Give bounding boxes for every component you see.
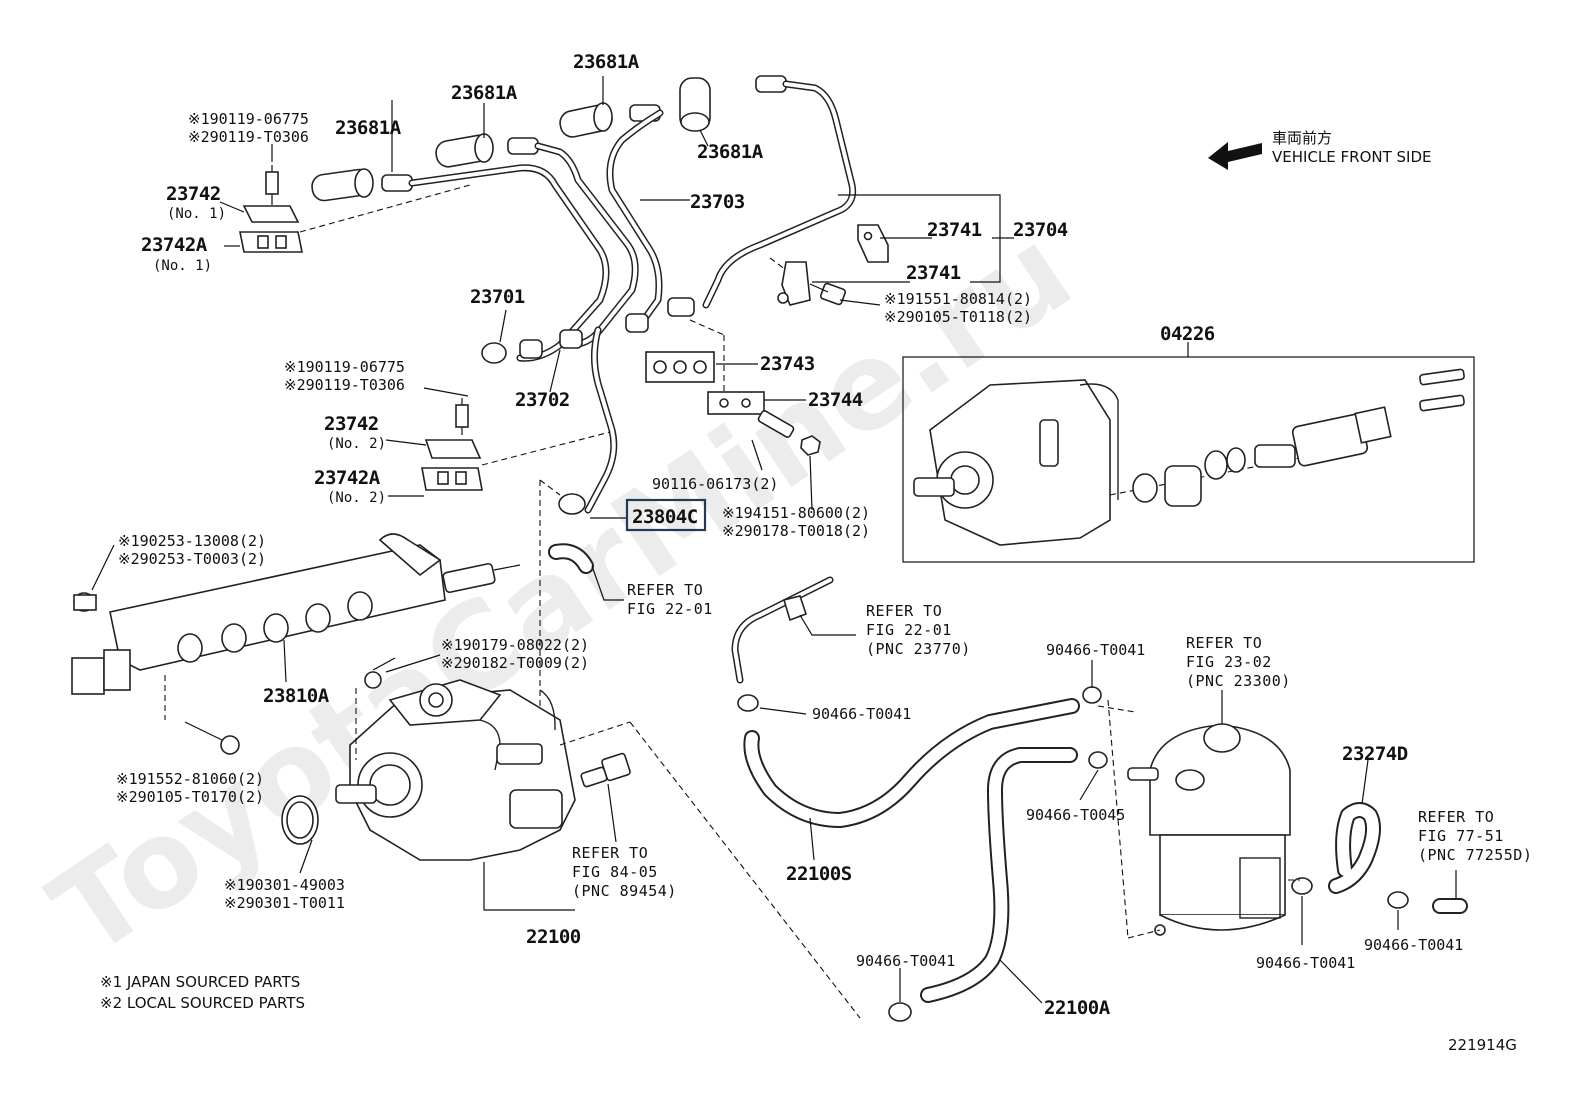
label-clamp-90466-t0041[interactable]: 90466-T0041 <box>812 705 911 723</box>
label-clamp-90466-t0041[interactable]: 90466-T0041 <box>1046 641 1145 659</box>
label-clamp-90466-t0041[interactable]: 90466-T0041 <box>856 952 955 970</box>
diagram-id: 221914G <box>1448 1036 1517 1054</box>
vehicle-front-indicator: 車両前方 VEHICLE FRONT SIDE <box>1208 129 1432 170</box>
label-23743[interactable]: 23743 <box>760 353 815 375</box>
label-23703[interactable]: 23703 <box>690 191 745 213</box>
label-refer-to: REFER TO <box>627 581 703 599</box>
label-pnc-77255D: (PNC 77255D) <box>1418 846 1532 864</box>
pipe-clamp-no2-icon <box>421 398 611 491</box>
label-refer-to: REFER TO <box>1418 808 1494 826</box>
label-clamp-90466-t0041[interactable]: 90466-T0041 <box>1364 936 1463 954</box>
plug-icon <box>91 544 115 591</box>
link-fig-22-01[interactable]: FIG 22-01 <box>627 600 713 618</box>
label-bolt-290182[interactable]: ※290182-T0009(2) <box>441 654 589 672</box>
label-23681A[interactable]: 23681A <box>335 117 402 139</box>
label-pnc-89454: (PNC 89454) <box>572 882 677 900</box>
pipe-holder-icon <box>645 319 765 415</box>
legend-japan-sourced: ※1 JAPAN SOURCED PARTS <box>100 973 300 991</box>
label-oring-190301[interactable]: ※190301-49003 <box>224 876 345 894</box>
link-fig-84-05[interactable]: FIG 84-05 <box>572 863 658 881</box>
part-labels: 23681A 23681A 23681A 23681A 23703 23741 … <box>116 51 1532 1019</box>
label-plug-290253[interactable]: ※290253-T0003(2) <box>118 550 266 568</box>
label-23744[interactable]: 23744 <box>808 389 863 411</box>
label-23681A[interactable]: 23681A <box>697 141 764 163</box>
label-22100A[interactable]: 22100A <box>1044 997 1111 1019</box>
front-side-english: VEHICLE FRONT SIDE <box>1272 148 1432 166</box>
label-bolt-190179[interactable]: ※190179-08022(2) <box>441 636 589 654</box>
label-23810A[interactable]: 23810A <box>263 685 330 707</box>
arrow-left-icon <box>1208 142 1262 170</box>
fuel-temp-sensor-icon <box>559 721 861 1019</box>
label-90116-06173[interactable]: 90116-06173(2) <box>652 475 778 493</box>
label-23681A[interactable]: 23681A <box>451 82 518 104</box>
label-nut-290178[interactable]: ※290178-T0018(2) <box>722 522 870 540</box>
label-23742-no1[interactable]: 23742 <box>166 183 221 205</box>
label-bolt-290119[interactable]: ※290119-T0306 <box>284 376 405 394</box>
label-nut-194151[interactable]: ※194151-80600(2) <box>722 504 870 522</box>
label-23704[interactable]: 23704 <box>1013 219 1068 241</box>
label-plug-190253[interactable]: ※190253-13008(2) <box>118 532 266 550</box>
supply-pump-icon <box>281 657 576 861</box>
label-refer-to: REFER TO <box>866 602 942 620</box>
link-fig-77-51[interactable]: FIG 77-51 <box>1418 827 1504 845</box>
label-bolt-190119[interactable]: ※190119-06775 <box>188 110 309 128</box>
label-bolt-191552[interactable]: ※191552-81060(2) <box>116 770 264 788</box>
label-pnc-23300: (PNC 23300) <box>1186 672 1291 690</box>
injection-pipes <box>311 75 857 515</box>
label-bolt-290105[interactable]: ※290105-T0170(2) <box>116 788 264 806</box>
link-fig-23-02[interactable]: FIG 23-02 <box>1186 653 1272 671</box>
label-23742-no2[interactable]: 23742 <box>324 413 379 435</box>
fuel-filter-icon <box>1107 699 1291 939</box>
label-oring-290301[interactable]: ※290301-T0011 <box>224 894 345 912</box>
label-23742A-no2[interactable]: 23742A <box>314 467 381 489</box>
label-bolt-290119[interactable]: ※290119-T0306 <box>188 128 309 146</box>
gasket-kit-box <box>902 342 1475 563</box>
label-04226[interactable]: 04226 <box>1160 323 1215 345</box>
label-23741[interactable]: 23741 <box>906 262 961 284</box>
label-23742A-no1[interactable]: 23742A <box>141 234 208 256</box>
label-23804C[interactable]: 23804C <box>632 506 698 528</box>
label-bolt-191551[interactable]: ※191551-80814(2) <box>884 290 1032 308</box>
common-rail-icon <box>71 479 561 790</box>
label-23701[interactable]: 23701 <box>470 286 525 308</box>
link-fig-22-01[interactable]: FIG 22-01 <box>866 621 952 639</box>
label-22100[interactable]: 22100 <box>526 926 581 948</box>
label-23742A-no1-sub: (No. 1) <box>153 258 212 274</box>
label-23742-no2-sub: (No. 2) <box>327 436 386 452</box>
rail-bolt-icon <box>184 721 240 755</box>
legend-local-sourced: ※2 LOCAL SOURCED PARTS <box>100 994 305 1012</box>
label-pnc-23770: (PNC 23770) <box>866 640 971 658</box>
legend: ※1 JAPAN SOURCED PARTS ※2 LOCAL SOURCED … <box>100 973 305 1012</box>
label-23741[interactable]: 23741 <box>927 219 982 241</box>
stud-bolt-icon <box>757 410 821 456</box>
pipe-clamp-no1-icon <box>239 165 471 253</box>
label-refer-to: REFER TO <box>572 844 648 862</box>
label-22100S[interactable]: 22100S <box>786 863 852 885</box>
label-clamp-90466-t0045[interactable]: 90466-T0045 <box>1026 806 1125 824</box>
front-side-japanese: 車両前方 <box>1272 129 1332 147</box>
label-23274D[interactable]: 23274D <box>1342 743 1408 765</box>
label-refer-to: REFER TO <box>1186 634 1262 652</box>
leader-lines <box>219 76 1457 1004</box>
label-clamp-90466-t0041[interactable]: 90466-T0041 <box>1256 954 1355 972</box>
label-bolt-290105[interactable]: ※290105-T0118(2) <box>884 308 1032 326</box>
label-23681A[interactable]: 23681A <box>573 51 640 73</box>
label-23702[interactable]: 23702 <box>515 389 570 411</box>
label-23742-no1-sub: (No. 1) <box>167 206 226 222</box>
fuel-hoses <box>548 543 1468 1003</box>
label-23742A-no2-sub: (No. 2) <box>327 490 386 506</box>
highlight-box <box>625 498 707 532</box>
pipe-bracket-icon <box>769 224 889 306</box>
pipe-union-icon <box>481 297 695 515</box>
label-bolt-190119[interactable]: ※190119-06775 <box>284 358 405 376</box>
pipe-nut-icon <box>381 75 787 192</box>
nozzle-sleeve-icon <box>311 77 711 202</box>
